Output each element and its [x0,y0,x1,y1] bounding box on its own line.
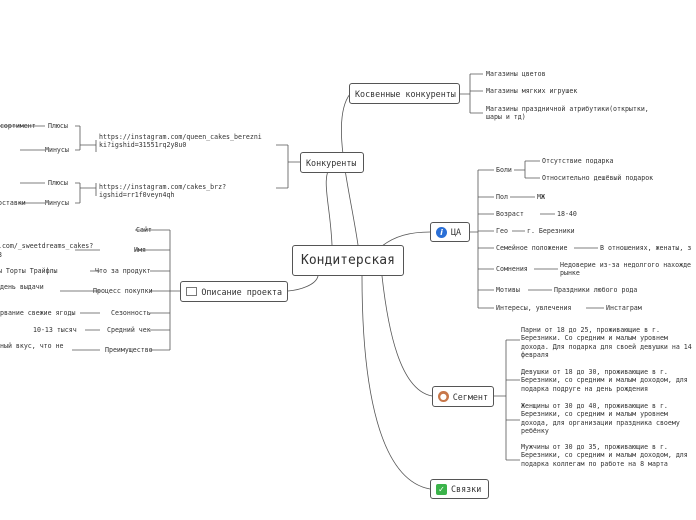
project-check-value: 10-13 тысяч [33,326,77,334]
indirect-item: Магазины цветов [486,70,546,78]
competitor2-plus: Плюсы [48,179,68,187]
ca-geo-label: Гео [496,227,508,235]
ca-doubts-label: Сомнения [496,265,528,273]
checkmark-icon: ✓ [436,483,447,495]
ca-sex-value: МЖ [537,193,545,201]
competitor2-minus-fragment: доставки [0,199,26,207]
ca-interests-value: Инстаграм [606,304,642,312]
indirect-item: Магазины праздничной атрибутики(открытки… [486,105,649,122]
segment-item: Девушки от 18 до 30, проживающие в г. Бе… [521,368,688,393]
segment-title: Сегмент [452,391,488,402]
ca-doubts-value: Недоверие из-за недолгого нахожде рынке [560,261,692,278]
ca-family-value: В отношениях, женаты, з [600,244,692,252]
ca-sex-label: Пол [496,193,508,201]
project-description-title: Описание проекта [201,286,282,297]
competitor1-plus-fragment: ассортимент [0,122,36,130]
project-advantage-label: Преимущество [105,346,153,354]
competitors-title: Конкуренты [306,157,357,168]
root-title: Кондитерская [301,253,395,268]
competitors-node[interactable]: Конкуренты [300,152,364,173]
ca-age-label: Возраст [496,210,524,218]
project-season-label: Сезонность [111,309,151,317]
project-process-fragment: день выдачи [0,283,44,291]
ca-motives-label: Мотивы [496,286,520,294]
info-icon: i [436,226,447,238]
project-season-fragment: рвание свежие ягоды [0,309,76,317]
ca-pain-item: Отсутствие подарка [542,157,614,165]
competitor1-plus: Плюсы [48,122,68,130]
project-description-node[interactable]: Описание проекта [180,281,288,302]
ca-title: ЦА [451,227,462,237]
project-site-label: Сайт [136,226,152,234]
indirect-competitors-title: Косвенные конкуренты [355,88,456,99]
project-what-fragment: сы Торты Трайфлы [0,267,58,275]
competitor1-minus: Минусы [45,146,69,154]
ca-age-value: 18-40 [557,210,577,218]
project-site-fragment: m.com/_sweetdreams_cakes? [0,242,94,250]
competitor-link-2[interactable]: https://instagram.com/cakes_brz?igshid=r… [99,183,227,200]
segment-item: Мужчины от 30 до 35, проживающие в г. Бе… [521,443,688,468]
project-advantage-fragment: ный вкус, что не [0,342,64,350]
person-icon: ● [438,391,449,402]
segment-item: Женщины от 30 до 40, проживающие в г. Бе… [521,402,680,436]
indirect-competitors-node[interactable]: Косвенные конкуренты [349,83,460,104]
envelope-icon [186,287,198,296]
ca-pain-item: Относительно дешёвый подарок [542,174,654,182]
root-node[interactable]: Кондитерская [292,245,404,276]
project-site-fragment-2: w3 [0,251,2,259]
project-what-label: Что за продукт [95,267,151,275]
ca-pain-label: Боли [496,166,512,174]
ca-geo-value: г. Березники [527,227,575,235]
project-check-label: Средний чек [107,326,151,334]
competitor2-minus: Минусы [45,199,69,207]
competitor-link-1[interactable]: https://instagram.com/queen_cakes_berezn… [99,133,262,150]
project-process-label: Процесс покупки [93,287,153,295]
ca-node[interactable]: i ЦА [430,222,470,242]
project-name-label: Имя [134,246,146,254]
ca-motives-value: Праздники любого рода [554,286,638,294]
links-title: Связки [451,484,482,494]
indirect-item: Магазины мягких игрушек [486,87,578,95]
ca-family-label: Семейное положение [496,244,568,252]
segment-item: Парни от 18 до 25, проживающие в г. Бере… [521,326,692,360]
ca-interests-label: Интересы, увлечения [496,304,572,312]
links-node[interactable]: ✓ Связки [430,479,489,499]
segment-node[interactable]: ● Сегмент [432,386,494,407]
